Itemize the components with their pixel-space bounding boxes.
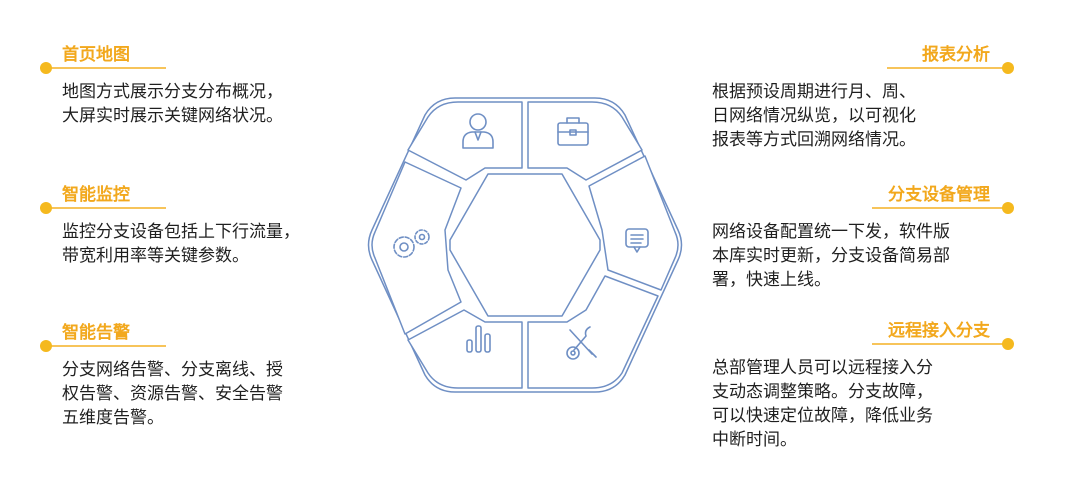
title-underline [872, 343, 1007, 345]
gears-icon [393, 229, 430, 258]
hexagon-outline [367, 97, 683, 393]
feature-title: 报表分析 [922, 45, 990, 65]
segment-top-right [527, 101, 643, 181]
hexagon-diagram: .seg { fill: #ffffff; stroke: #6f8fc4; s… [367, 97, 683, 393]
tools-icon [566, 326, 597, 360]
feature-desc: 分支网络告警、分支离线、授 权告警、资源告警、安全告警 五维度告警。 [62, 360, 283, 428]
bullet-dot [40, 340, 52, 352]
title-underline [872, 207, 1007, 209]
bullet-dot [40, 202, 52, 214]
feature-title: 分支设备管理 [888, 185, 990, 205]
feature-desc: 总部管理人员可以远程接入分 支动态调整策略。分支故障， 可以快速定位故障，降低业… [712, 358, 933, 450]
feature-smart-alert: 智能告警 分支网络告警、分支离线、授 权告警、资源告警、安全告警 五维度告警。 [40, 318, 370, 430]
briefcase-icon [557, 117, 589, 146]
bar-chart-icon [466, 325, 491, 353]
bullet-dot [1002, 62, 1014, 74]
feature-title: 智能告警 [62, 323, 130, 343]
feature-branch-device-mgmt: 分支设备管理 网络设备配置统一下发，软件版 本库实时更新，分支设备简易部 署，快… [712, 180, 1014, 292]
bullet-dot [40, 62, 52, 74]
title-underline [46, 345, 166, 347]
segment-top-left [407, 101, 523, 181]
segment-left [371, 161, 462, 335]
title-underline [46, 207, 166, 209]
inner-hexagon [449, 173, 601, 317]
segment-bottom-left [407, 309, 523, 389]
feature-remote-access: 远程接入分支 总部管理人员可以远程接入分 支动态调整策略。分支故障， 可以快速定… [712, 316, 1014, 452]
feature-desc: 根据预设周期进行月、周、 日网络情况纵览，以可视化 报表等方式回溯网络情况。 [712, 82, 916, 150]
feature-desc: 监控分支设备包括上下行流量， 带宽利用率等关键参数。 [62, 222, 300, 266]
title-underline [887, 67, 1007, 69]
segment-bottom-right [527, 275, 659, 389]
feature-desc: 地图方式展示分支分布概况， 大屏实时展示关键网络状况。 [62, 82, 283, 126]
feature-smart-monitor: 智能监控 监控分支设备包括上下行流量， 带宽利用率等关键参数。 [40, 180, 370, 268]
feature-title: 首页地图 [62, 45, 130, 65]
feature-desc: 网络设备配置统一下发，软件版 本库实时更新，分支设备简易部 署，快速上线。 [712, 222, 950, 290]
segment-right-top [588, 155, 679, 291]
feature-title: 远程接入分支 [888, 321, 990, 341]
user-icon [462, 113, 494, 149]
title-underline [46, 67, 166, 69]
message-icon [625, 228, 649, 253]
feature-home-map: 首页地图 地图方式展示分支分布概况， 大屏实时展示关键网络状况。 [40, 40, 360, 128]
feature-report-analysis: 报表分析 根据预设周期进行月、周、 日网络情况纵览，以可视化 报表等方式回溯网络… [712, 40, 1014, 152]
bullet-dot [1002, 338, 1014, 350]
bullet-dot [1002, 202, 1014, 214]
feature-title: 智能监控 [62, 185, 130, 205]
